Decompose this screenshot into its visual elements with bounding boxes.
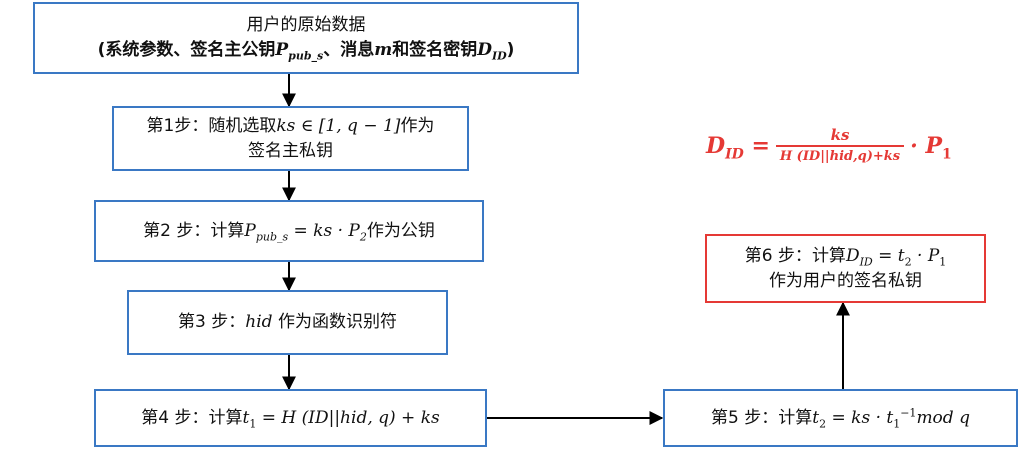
step3-line: 第3 步：hid 作为函数识别符: [178, 312, 397, 332]
step6-line1: 第6 步：计算DID = t2 · P1: [744, 245, 947, 268]
formula-fraction-bar: [775, 145, 905, 147]
step4-box: 第4 步：计算t1 = H (ID||hid, q) + ks: [94, 389, 487, 447]
step1-box: 第1步：随机选取ks ∈ [1, q − 1]作为 签名主私钥: [112, 106, 469, 171]
formula-lhs: DID =: [706, 133, 770, 163]
original-data-desc: (系统参数、签名主公钥Ppub_s、消息m和签名密钥DID): [97, 40, 515, 63]
formula-denominator: H (ID||hid,q)+ks: [779, 149, 901, 164]
step2-line: 第2 步：计算Ppub_s = ks · P2作为公钥: [143, 220, 435, 243]
step2-box: 第2 步：计算Ppub_s = ks · P2作为公钥: [94, 200, 484, 262]
formula-numerator: ks: [830, 126, 850, 144]
step1-line1: 第1步：随机选取ks ∈ [1, q − 1]作为: [146, 115, 435, 136]
original-data-title: 用户的原始数据: [246, 15, 366, 35]
step5-line: 第5 步：计算t2 = ks · t1−1mod q: [711, 405, 970, 430]
step3-box: 第3 步：hid 作为函数识别符: [127, 290, 448, 355]
formula-rhs: · P1: [910, 133, 952, 163]
step6-box: 第6 步：计算DID = t2 · P1 作为用户的签名私钥: [705, 234, 986, 303]
formula-fraction: ks H (ID||hid,q)+ks: [775, 125, 905, 167]
original-data-box: 用户的原始数据 (系统参数、签名主公钥Ppub_s、消息m和签名密钥DID): [33, 2, 579, 74]
step4-line: 第4 步：计算t1 = H (ID||hid, q) + ks: [141, 407, 440, 430]
private-key-formula: DID = ks H (ID||hid,q)+ks · P1: [706, 116, 1006, 176]
step6-line2: 作为用户的签名私钥: [769, 270, 922, 291]
step5-box: 第5 步：计算t2 = ks · t1−1mod q: [663, 389, 1018, 447]
step1-line2: 签名主私钥: [248, 140, 333, 161]
